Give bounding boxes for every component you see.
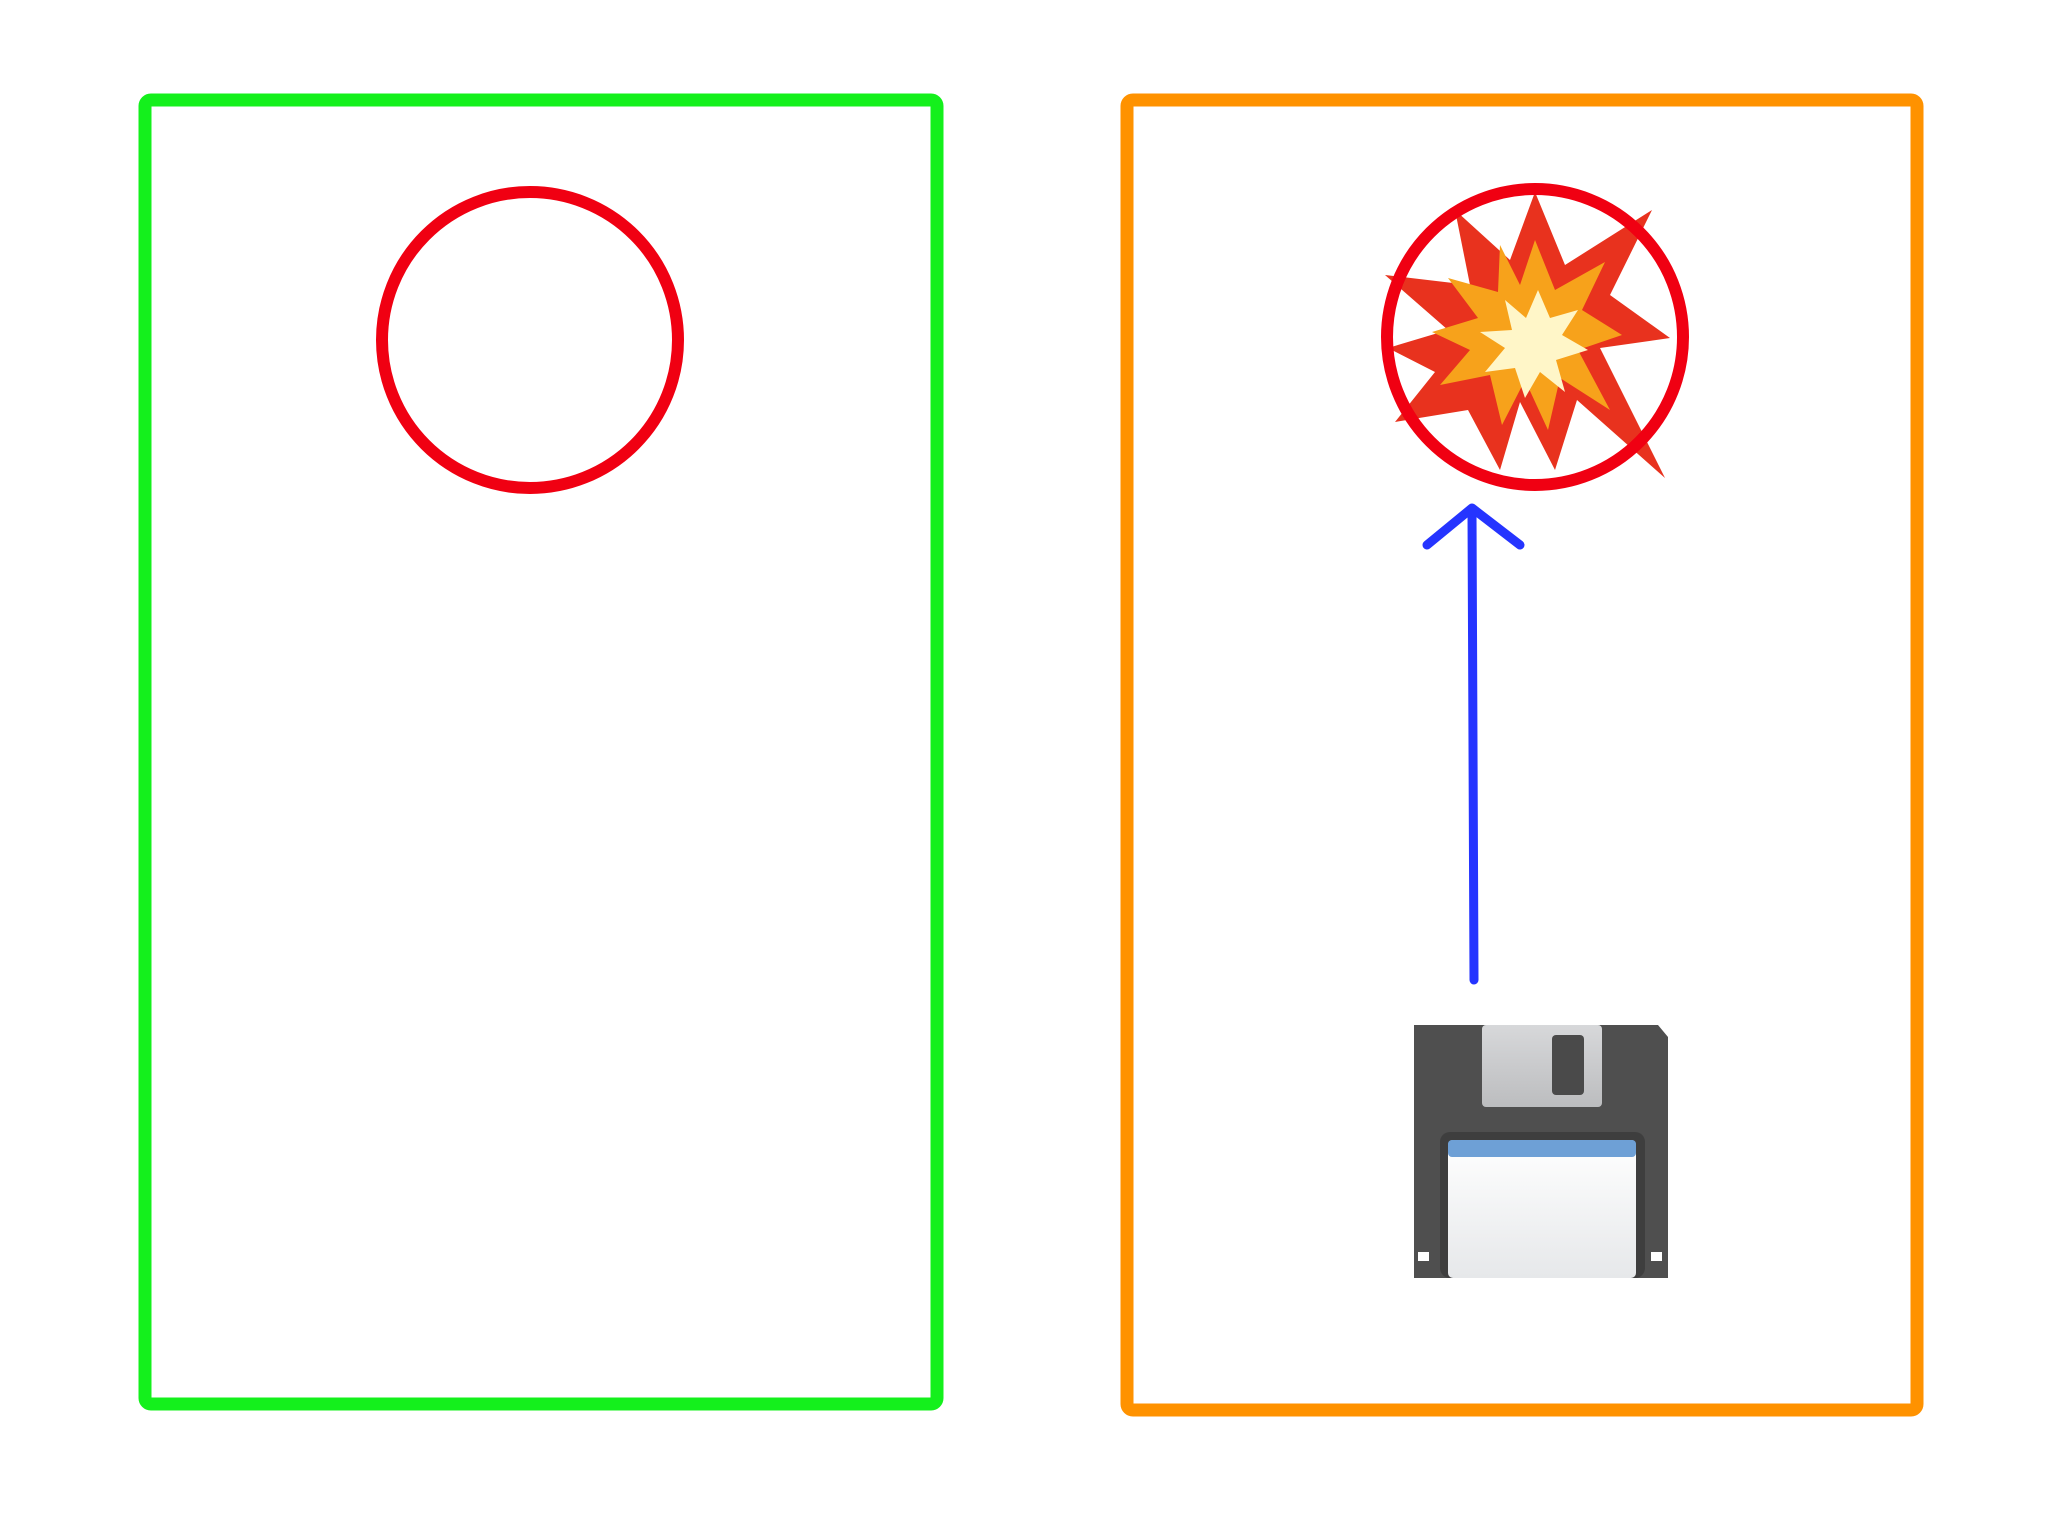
left-target-circle	[376, 186, 684, 494]
floppy-notch-right	[1651, 1252, 1662, 1261]
floppy-disk-icon	[1414, 1025, 1668, 1278]
floppy-label	[1448, 1140, 1636, 1278]
collision-icon	[1385, 192, 1670, 478]
floppy-shutter-hole	[1552, 1035, 1584, 1095]
left-panel-border	[138, 93, 944, 1411]
arrow-shaft	[1467, 507, 1479, 985]
left-panel	[138, 93, 944, 1411]
arrow-up-icon	[1422, 503, 1525, 985]
floppy-notch-left	[1418, 1252, 1429, 1261]
explosion-inner-shape	[1480, 290, 1588, 398]
arrow-head	[1422, 503, 1525, 550]
floppy-label-stripe	[1448, 1140, 1636, 1157]
right-target-circle	[1381, 183, 1689, 491]
right-panel	[1120, 93, 1924, 1417]
right-panel-border	[1120, 93, 1924, 1417]
